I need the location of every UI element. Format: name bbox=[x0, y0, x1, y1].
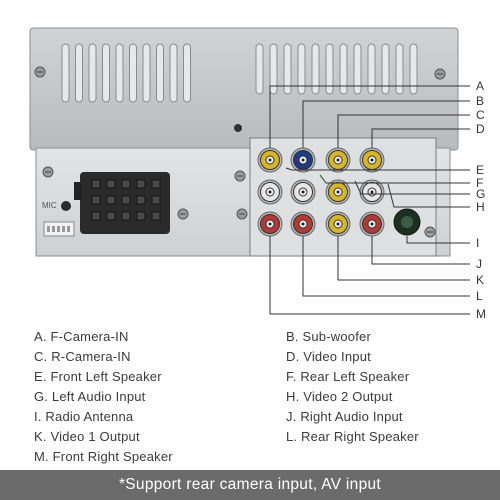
leader-line bbox=[269, 85, 470, 148]
pin-label: E bbox=[476, 163, 484, 177]
legend-item-k: K. Video 1 Output bbox=[34, 429, 140, 444]
leader-line bbox=[302, 236, 470, 297]
leader-line bbox=[371, 236, 470, 265]
harness-connector bbox=[74, 172, 170, 234]
pin-label: A bbox=[476, 79, 484, 93]
legend-item-j: J. Right Audio Input bbox=[286, 409, 403, 424]
leader-lines bbox=[269, 85, 470, 315]
vents-right bbox=[255, 43, 418, 95]
screw bbox=[42, 166, 54, 178]
leader-line bbox=[337, 114, 470, 148]
screw bbox=[234, 170, 246, 182]
legend-item-f: F. Rear Left Speaker bbox=[286, 369, 410, 384]
leader-line bbox=[302, 100, 470, 148]
leader-line bbox=[354, 180, 470, 195]
legend-item-b: B. Sub-woofer bbox=[286, 329, 371, 344]
pin-label: L bbox=[476, 289, 483, 303]
leader-line bbox=[387, 183, 470, 208]
pin-label: M bbox=[476, 307, 486, 320]
screw bbox=[434, 68, 446, 80]
r-camera-in-jack bbox=[325, 147, 351, 173]
legend-item-m: M. Front Right Speaker bbox=[34, 449, 173, 464]
leader-line bbox=[406, 236, 470, 244]
radio-antenna-jack bbox=[393, 208, 421, 236]
legend-item-a: A. F-Camera-IN bbox=[34, 329, 129, 344]
vents-left bbox=[61, 43, 191, 103]
screw bbox=[424, 226, 436, 238]
legend-item-i: I. Radio Antenna bbox=[34, 409, 134, 424]
leader-line bbox=[319, 174, 470, 184]
video-2-output-jack bbox=[325, 179, 351, 205]
pin-label: H bbox=[476, 200, 485, 214]
pin-label: K bbox=[476, 273, 484, 287]
pin-label: G bbox=[476, 187, 485, 201]
legend-item-e: E. Front Left Speaker bbox=[34, 369, 162, 384]
rear-left-speaker-jack bbox=[359, 179, 385, 205]
screw bbox=[34, 66, 46, 78]
front-left-speaker-jack bbox=[257, 179, 283, 205]
mic-jack bbox=[61, 201, 71, 211]
legend-item-g: G. Left Audio Input bbox=[34, 389, 146, 404]
screw bbox=[236, 208, 248, 220]
hole bbox=[234, 124, 242, 132]
legend-item-d: D. Video Input bbox=[286, 349, 371, 364]
legend-item-c: C. R-Camera-IN bbox=[34, 349, 131, 364]
right-audio-input-jack bbox=[359, 211, 385, 237]
leader-line bbox=[371, 128, 470, 148]
pin-label: D bbox=[476, 122, 485, 136]
video-input-jack bbox=[359, 147, 385, 173]
video-1-output-jack bbox=[325, 211, 351, 237]
pin-label: J bbox=[476, 257, 482, 271]
pin-label: C bbox=[476, 108, 485, 122]
f-camera-in-jack bbox=[257, 147, 283, 173]
pin-label: B bbox=[476, 94, 484, 108]
leader-line bbox=[269, 236, 470, 315]
pin-label: F bbox=[476, 176, 483, 190]
legend-item-h: H. Video 2 Output bbox=[286, 389, 393, 404]
mic-label: MIC bbox=[42, 201, 57, 210]
legend-item-l: L. Rear Right Speaker bbox=[286, 429, 419, 444]
footer-note: *Support rear camera input, AV input bbox=[0, 470, 500, 500]
rear-right-speaker-jack bbox=[290, 211, 316, 237]
small-connector bbox=[43, 221, 75, 237]
leader-line bbox=[285, 167, 470, 171]
left-audio-input-jack bbox=[290, 179, 316, 205]
front-right-speaker-jack bbox=[257, 211, 283, 237]
pin-label: I bbox=[476, 236, 479, 250]
screw bbox=[177, 208, 189, 220]
legend: A. F-Camera-IN B. Sub-woofer C. R-Camera… bbox=[0, 320, 500, 470]
leader-line bbox=[337, 236, 470, 281]
sub-woofer-jack bbox=[290, 147, 316, 173]
